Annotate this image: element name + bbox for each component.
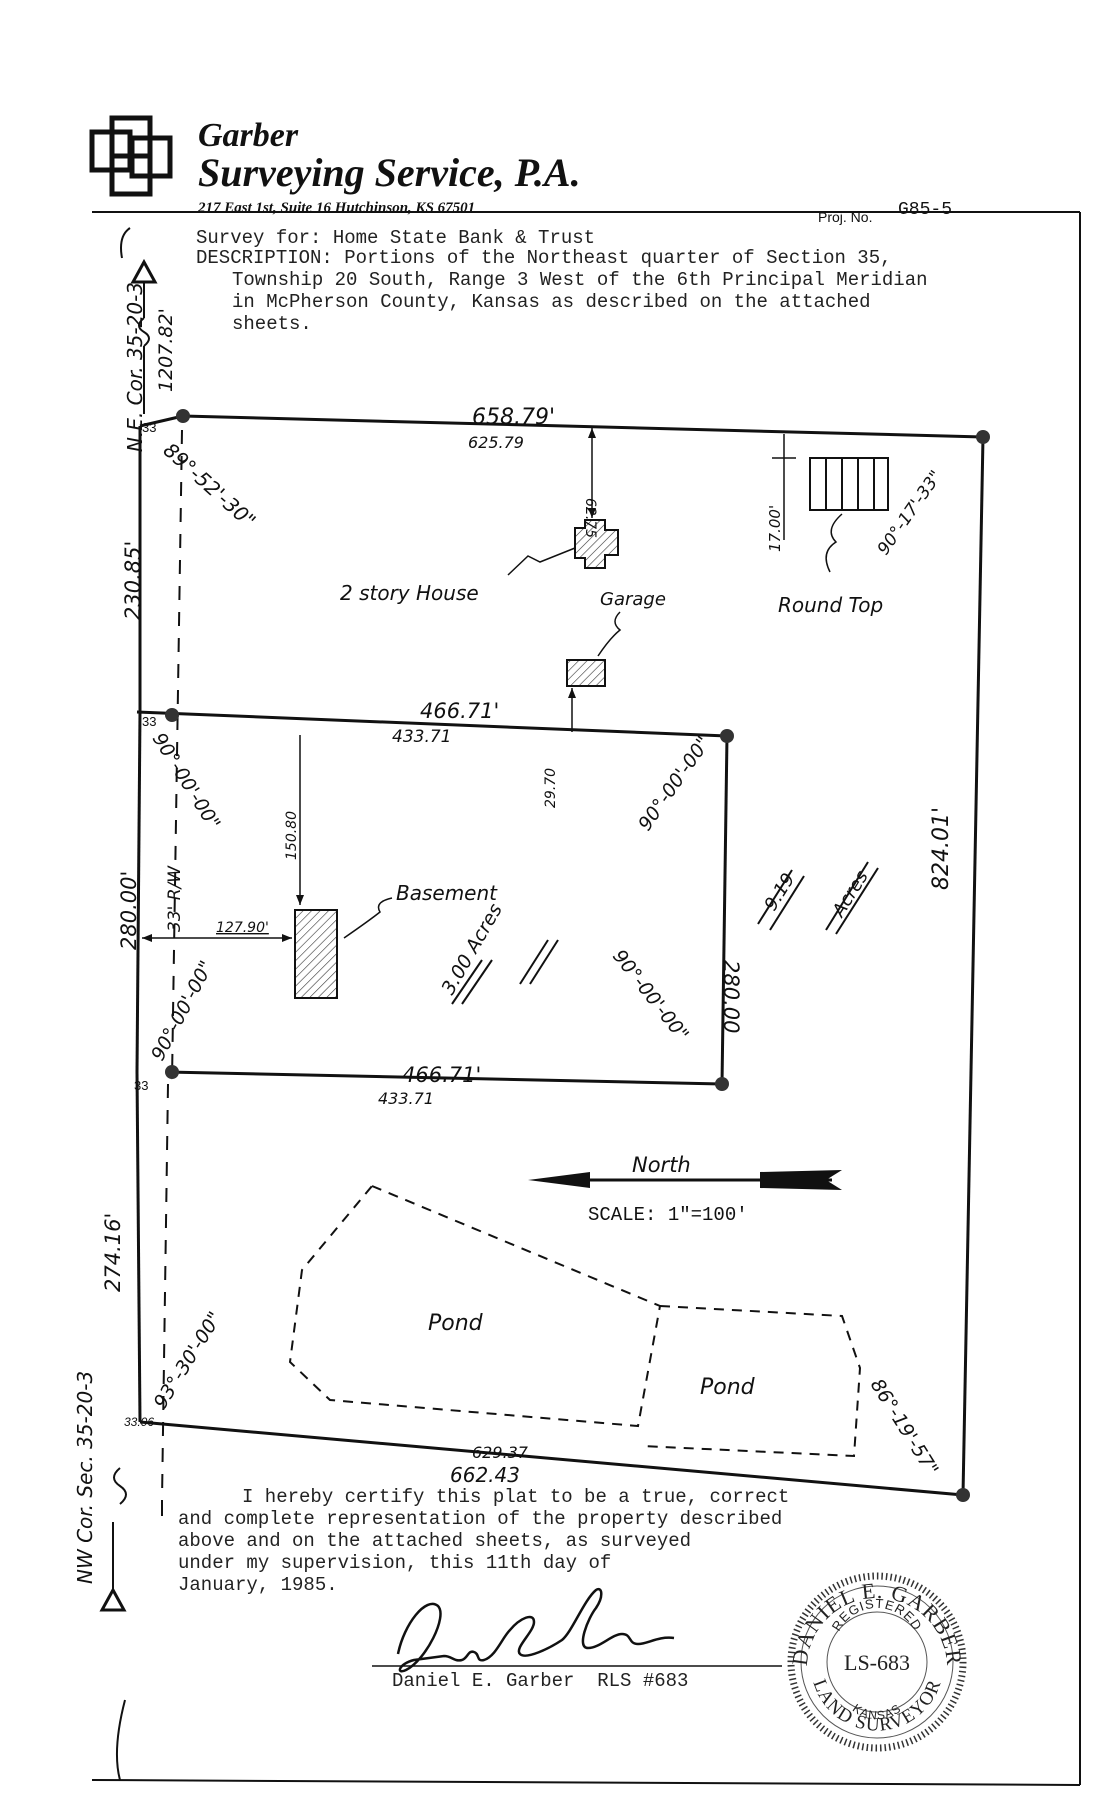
mid-bottom-distance: 466.71' <box>402 1063 481 1087</box>
north-label: North <box>632 1153 691 1177</box>
parcel-3-acres <box>136 710 729 1086</box>
inner-top-distance: 625.79 <box>468 433 524 452</box>
side-right-280: 280.00 <box>719 960 743 1033</box>
seal-state: KANSAS <box>850 1701 904 1723</box>
company-logo <box>89 115 173 197</box>
label-roundtop: Round Top <box>778 593 883 617</box>
label-basement: Basement <box>396 881 498 905</box>
dist-house: 62.75 <box>582 498 598 538</box>
setback-33-middle: 33 <box>142 714 156 729</box>
nw-corner-label: NW Cor. Sec. 35-20-3 <box>73 1371 97 1584</box>
scale-label: SCALE: 1"=100' <box>588 1204 748 1226</box>
corner-marker <box>165 1065 179 1079</box>
garage-structure <box>566 659 606 687</box>
dist-top-left: 1207.82' <box>155 308 177 392</box>
side-right-824: 824.01' <box>929 807 954 890</box>
corner-marker <box>976 430 990 444</box>
nw-corner-triangle-icon <box>99 1586 127 1612</box>
description-line-3: Township 20 South, Range 3 West of the 6… <box>232 269 928 291</box>
surveyor-signature <box>396 1587 675 1673</box>
angle-inner-top-right: 90°-00'-00" <box>634 732 715 834</box>
dist-basement-horizontal: 127.90' <box>216 920 269 936</box>
company-name-line2: Surveying Service, P.A. <box>198 150 581 195</box>
mid-bottom-inner-distance: 433.71 <box>378 1089 434 1108</box>
nw-corner-reference: NW Cor. Sec. 35-20-3 <box>73 1371 163 1612</box>
certification-line-1: I hereby certify this plat to be a true,… <box>242 1486 790 1508</box>
acres-small-underline <box>451 939 559 1005</box>
roundtop-pointer <box>825 513 843 573</box>
label-pond-1: Pond <box>428 1311 484 1336</box>
acres-large-underline <box>757 861 879 935</box>
pond-outlines <box>288 1184 862 1458</box>
corner-markers <box>165 409 990 1502</box>
dist-garage: 29.70 <box>543 768 559 808</box>
right-of-way-line <box>161 429 183 1501</box>
mid-top-inner-distance: 433.71 <box>392 727 451 747</box>
label-pond-2: Pond <box>700 1375 756 1400</box>
garage-pointer <box>597 611 622 657</box>
seal-title: LAND SURVEYOR <box>808 1676 945 1735</box>
setback-33-bottom: 33.06 <box>124 1415 154 1429</box>
company-address: 217 East 1st, Suite 16 Hutchinson, KS 67… <box>197 200 475 216</box>
proj-number: G85-5 <box>898 200 952 220</box>
side-lower-left-distance: 274.16' <box>101 1213 125 1292</box>
dist-roundtop: 17.00' <box>766 505 784 552</box>
setback-33-top: 33 <box>142 420 156 435</box>
mid-top-distance: 466.71' <box>420 699 499 723</box>
corner-marker <box>956 1488 970 1502</box>
seal-number: LS-683 <box>844 1650 910 1675</box>
ne-corner-label: N.E. Cor. 35-20-3 <box>123 282 147 452</box>
label-garage: Garage <box>600 589 666 610</box>
acres-small: 3.00 Acres <box>437 900 507 999</box>
outer-boundary <box>135 414 985 1497</box>
house-structure <box>574 519 619 569</box>
corner-marker <box>165 708 179 722</box>
certification-line-3: above and on the attached sheets, as sur… <box>178 1530 692 1552</box>
bottom-outer-distance: 662.43 <box>450 1463 520 1487</box>
corner-marker <box>176 409 190 423</box>
angle-bottom-left: 93°-30'-00" <box>150 1308 227 1413</box>
description-line-1: Survey for: Home State Bank & Trust <box>196 227 595 249</box>
description-line-2: DESCRIPTION: Portions of the Northeast q… <box>196 247 892 269</box>
corner-marker <box>720 729 734 743</box>
row-label: 33' R/W <box>165 865 185 932</box>
corner-marker <box>715 1077 729 1091</box>
angle-inner-bottom-left: 90°-00'-00" <box>147 957 218 1064</box>
certification-line-5: January, 1985. <box>178 1574 338 1596</box>
side-upper-left-distance: 230.85' <box>121 541 145 620</box>
basement-pointer <box>343 897 393 939</box>
outer-top-distance: 658.79' <box>472 405 555 430</box>
certification-line-2: and complete representation of the prope… <box>178 1508 783 1530</box>
surveyor-seal: DANIEL E. GARBER REGISTERED LS-683 KANSA… <box>787 1572 967 1752</box>
round-top-structure <box>809 457 889 511</box>
description-block: Survey for: Home State Bank & Trust DESC… <box>196 227 928 335</box>
surveyor-name: Daniel E. Garber RLS #683 <box>392 1670 689 1692</box>
bottom-inner-distance: 629.37 <box>472 1443 529 1462</box>
basement-structure <box>294 909 338 999</box>
side-left-280: 280.00' <box>117 871 141 950</box>
angle-inner-bottom-right: 90°-00'-00" <box>608 946 693 1046</box>
angle-inner-top-left: 90°-00'-00" <box>148 729 225 834</box>
company-name-line1: Garber <box>198 117 299 154</box>
label-house: 2 story House <box>340 581 479 605</box>
house-pointer <box>507 547 576 576</box>
description-line-4: in McPherson County, Kansas as described… <box>232 291 871 313</box>
setback-33-lower: 33 <box>134 1078 148 1093</box>
ne-corner-triangle-icon <box>130 258 158 284</box>
angle-top-left: 89°-52'-30" <box>159 438 261 533</box>
certification-line-4: under my supervision, this 11th day of <box>178 1552 612 1574</box>
angle-bottom-right: 86°-19'-57" <box>866 1375 943 1480</box>
description-line-5: sheets. <box>232 313 312 335</box>
dist-basement-vertical: 150.80 <box>284 811 300 860</box>
ne-corner-reference: N.E. Cor. 35-20-3 1207.82' <box>123 258 177 452</box>
page-frame <box>91 211 1081 1786</box>
north-arrow-icon <box>528 1170 842 1190</box>
angle-top-right: 90°-17'-33" <box>874 467 947 559</box>
